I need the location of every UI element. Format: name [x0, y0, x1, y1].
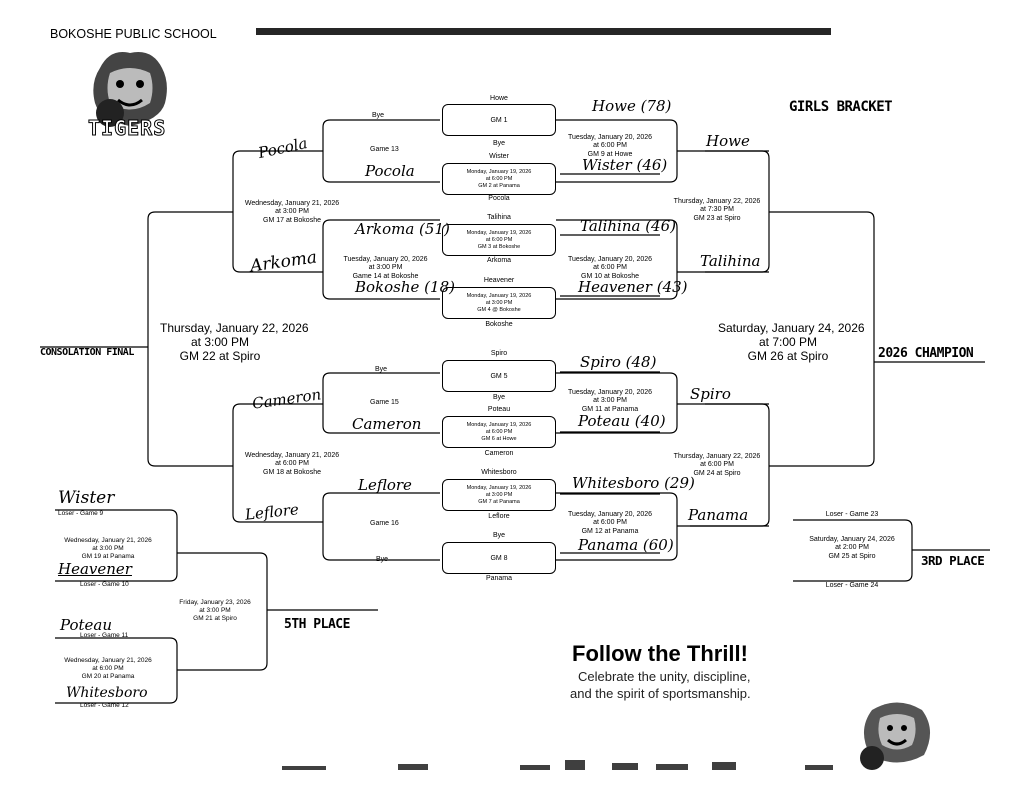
fifth-place-title: 5TH PLACE: [284, 617, 350, 632]
game-number: GM 8: [490, 555, 508, 562]
handwritten-score: Wister (46): [582, 156, 668, 174]
handwritten-team: Talihina: [700, 252, 761, 270]
team-label: Whitesboro: [481, 469, 517, 476]
team-label: Cameron: [484, 450, 514, 457]
game-number: GM 1: [490, 117, 508, 124]
team-label: Panama: [485, 575, 513, 582]
team-label: Bye: [372, 112, 385, 119]
handwritten-team: Heavener: [58, 560, 132, 578]
handwritten-team: Panama: [688, 506, 749, 524]
team-label: Spiro: [490, 350, 508, 357]
team-label: Bye: [492, 532, 506, 539]
game-box: GM 1: [442, 104, 556, 136]
team-label: Bokoshe: [485, 321, 513, 328]
handwritten-score: Whitesboro (29): [572, 474, 695, 492]
handwritten-team: Cameron: [352, 415, 422, 433]
team-label: Bye: [492, 140, 506, 147]
loser-label: Loser - Game 10: [80, 581, 129, 588]
loser-label: Loser - Game 11: [80, 632, 129, 639]
third-place-title: 3RD PLACE: [921, 553, 985, 568]
handwritten-score: Spiro (48): [580, 353, 657, 371]
team-label: Bye: [375, 366, 388, 373]
handwritten-team: Howe: [706, 132, 750, 150]
team-label: Heavener: [483, 277, 515, 284]
handwritten-score: Bokoshe (18): [355, 278, 455, 296]
team-label: Arkoma: [486, 257, 512, 264]
tiger-logo: TIGERS: [80, 48, 180, 146]
consolation-final-title: CONSOLATION FINAL: [40, 347, 134, 358]
team-label: Poteau: [487, 406, 511, 413]
team-label: Wister: [489, 153, 509, 160]
handwritten-score: Howe (78): [592, 97, 672, 115]
team-label: Howe: [490, 95, 508, 102]
handwritten-team: Pocola: [365, 162, 415, 180]
loser-label: Loser - Game 9: [58, 510, 104, 517]
loser-label: Loser - Game 12: [80, 702, 129, 709]
team-label: Pocola: [488, 195, 510, 202]
handwritten-team: Wister: [58, 488, 115, 508]
handwritten-team: Whitesboro: [66, 685, 148, 701]
girls-bracket-title: GIRLS BRACKET: [789, 99, 893, 115]
loser-label: Loser - Game 24: [825, 582, 879, 589]
handwritten-score: Talihina (46): [580, 217, 676, 235]
handwritten-team: Poteau: [60, 616, 113, 634]
game-label: Game 13: [370, 146, 399, 153]
team-label: Talihina: [487, 214, 511, 221]
handwritten-score: Heavener (43): [578, 278, 688, 296]
champion-title: 2026 CHAMPION: [878, 346, 974, 361]
promo-headline: Follow the Thrill!: [572, 641, 748, 666]
school-name: BOKOSHE PUBLIC SCHOOL: [50, 27, 217, 41]
game-label: Game 15: [370, 399, 399, 406]
game-label: Game 16: [370, 520, 399, 527]
handwritten-score: Arkoma (51): [355, 220, 450, 238]
promo-line-1: Celebrate the unity, discipline,: [578, 669, 751, 684]
logo-text: TIGERS: [87, 116, 167, 140]
game-box: GM 5: [442, 360, 556, 392]
game-number: GM 5: [490, 373, 508, 380]
team-label: Bye: [376, 556, 389, 563]
loser-label: Loser - Game 23: [825, 511, 879, 518]
handwritten-score: Poteau (40): [578, 412, 666, 430]
promo-line-2: and the spirit of sportsmanship.: [570, 686, 751, 701]
handwritten-team: Leflore: [358, 476, 412, 494]
game-box: GM 8: [442, 542, 556, 574]
tiger-icon: [860, 702, 931, 770]
handwritten-score: Panama (60): [578, 536, 674, 554]
tiger-icon: [93, 52, 167, 127]
team-label: Leflore: [488, 513, 510, 520]
tiger-mascot-image: [852, 700, 942, 772]
handwritten-team: Spiro: [690, 385, 731, 403]
team-label: Bye: [492, 394, 506, 401]
